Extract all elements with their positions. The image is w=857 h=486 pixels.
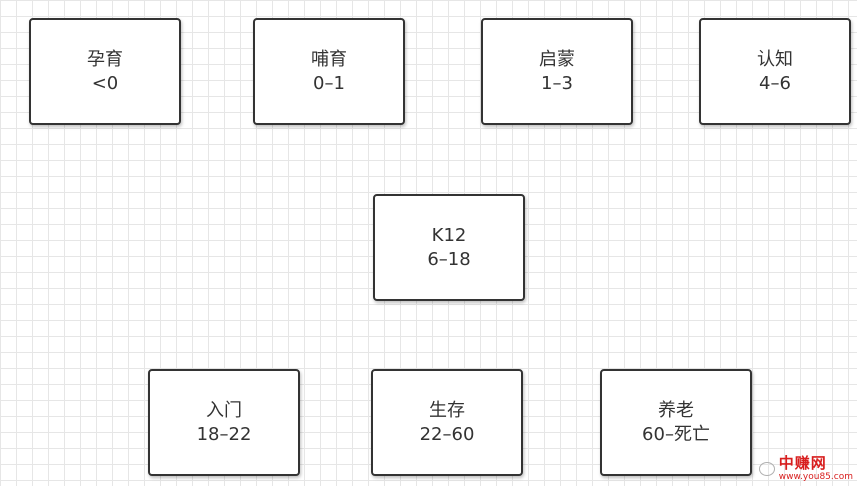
node-buyu: 哺育 0–1	[253, 18, 405, 125]
node-label: 启蒙	[539, 48, 575, 70]
node-range: 6–18	[427, 248, 471, 270]
node-label: 哺育	[311, 48, 347, 70]
node-qimeng: 启蒙 1–3	[481, 18, 633, 125]
node-yunyu: 孕育 <0	[29, 18, 181, 125]
node-label: 养老	[658, 399, 694, 421]
node-label: 孕育	[87, 48, 123, 70]
watermark-name: 中赚网	[778, 454, 827, 472]
node-rumen: 入门 18–22	[148, 369, 300, 476]
node-range: <0	[91, 72, 119, 94]
node-shengcun: 生存 22–60	[371, 369, 523, 476]
watermark: 中赚网 www.you85.com	[758, 456, 853, 482]
node-renzhi: 认知 4–6	[699, 18, 851, 125]
node-range: 4–6	[759, 72, 791, 94]
watermark-text: 中赚网 www.you85.com	[779, 456, 853, 482]
node-range: 1–3	[541, 72, 573, 94]
node-label: K12	[431, 224, 467, 246]
node-label: 入门	[206, 399, 242, 421]
node-range: 0–1	[313, 72, 345, 94]
node-range: 22–60	[419, 423, 475, 445]
node-range: 60–死亡	[642, 423, 710, 445]
node-yanglao: 养老 60–死亡	[600, 369, 752, 476]
wechat-icon	[758, 462, 775, 476]
node-label: 认知	[757, 48, 793, 70]
node-label: 生存	[429, 399, 465, 421]
watermark-url: www.you85.com	[778, 472, 853, 482]
node-k12: K12 6–18	[373, 194, 525, 301]
node-range: 18–22	[196, 423, 252, 445]
